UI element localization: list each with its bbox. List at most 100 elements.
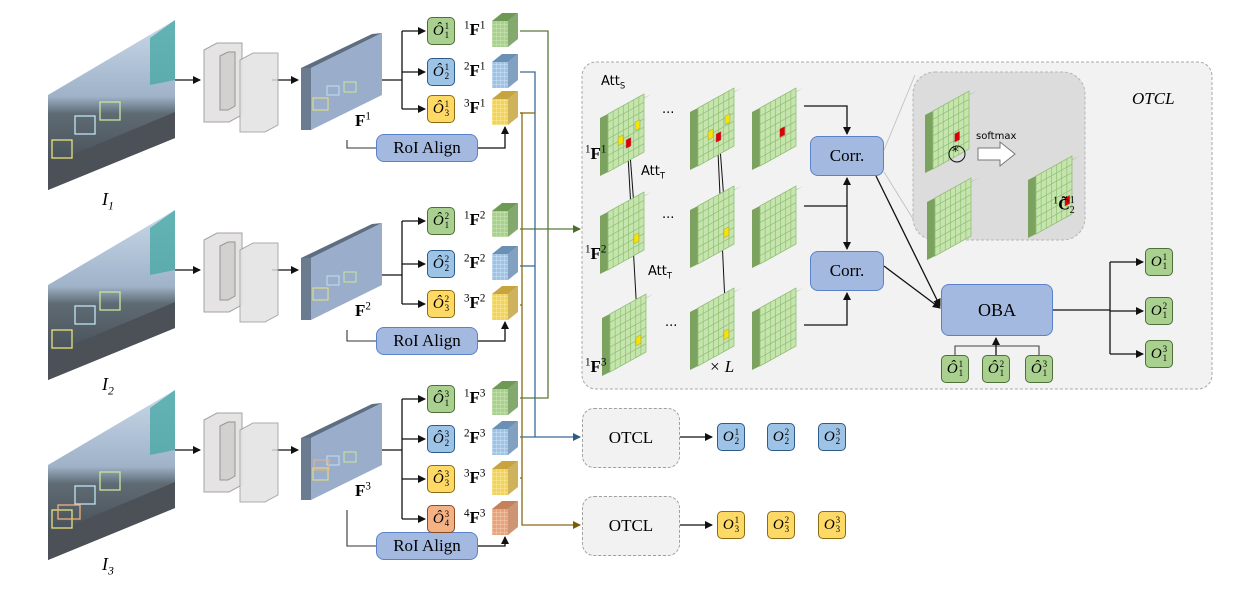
house	[150, 210, 175, 275]
backbone-network-2	[203, 232, 279, 323]
grid-line	[1035, 188, 1073, 210]
object-feature-cube-3-4	[492, 501, 518, 535]
roi-box	[312, 97, 329, 111]
backbone-block	[219, 51, 236, 111]
label-prefix: 3	[464, 292, 470, 305]
house	[150, 390, 175, 455]
grid-line	[607, 216, 645, 238]
roi-box	[326, 85, 340, 96]
corr-label: Corr.	[829, 146, 865, 165]
house	[150, 20, 175, 85]
ellipsis-text: ...	[665, 315, 678, 330]
grid-line	[1035, 172, 1073, 193]
image-index: 3	[108, 564, 114, 578]
key-cell	[707, 128, 714, 141]
token-symbol: O	[772, 516, 784, 533]
token-symbol: Ô	[432, 510, 444, 527]
ellipsis-1: ...	[662, 103, 674, 116]
object-feature-label-3-3: 3F3	[464, 468, 485, 486]
result-symbol: C̃	[1058, 196, 1070, 214]
map-edge	[752, 206, 760, 268]
label-superscript: 2	[600, 243, 607, 256]
grid-line	[697, 337, 735, 359]
backbone-network-1	[203, 42, 279, 133]
oba-box: OBA	[941, 284, 1053, 336]
grid-line	[932, 132, 970, 153]
token-subscript: 3	[444, 303, 450, 313]
token-symbol: Ô	[432, 390, 444, 407]
grid-line	[697, 193, 735, 215]
token-superscript: 2	[999, 359, 1005, 369]
route-green	[520, 30, 549, 230]
att-s-text: Att	[601, 74, 620, 89]
grid-line	[932, 115, 970, 137]
token-symbol: Ô	[946, 360, 958, 377]
token-subscript: 1	[444, 220, 450, 230]
att-t-text: Att	[641, 164, 660, 179]
map-edge	[690, 108, 698, 170]
grid-line	[759, 129, 797, 150]
grid-line	[609, 318, 647, 340]
feature-to-roi-line	[346, 140, 376, 149]
map-face	[607, 191, 645, 271]
cube-side	[508, 246, 518, 280]
label-main: F	[590, 244, 601, 263]
label-main: F	[469, 508, 480, 527]
token-superscript: 3	[444, 389, 450, 399]
att-s-label: AttS	[601, 74, 625, 90]
result-superscript: 1	[1069, 195, 1075, 206]
feature-map-3	[301, 403, 382, 500]
object-feature-cube-2-2	[492, 246, 518, 280]
label-prefix: 4	[464, 507, 470, 520]
grid-line	[1035, 163, 1073, 185]
object-feature-label-2-2: 2F2	[464, 253, 485, 271]
token-symbol: O	[1150, 302, 1162, 319]
map-face	[1035, 155, 1073, 235]
roi-box	[343, 271, 357, 283]
token-symbol: O	[722, 516, 734, 533]
softmax-arrow-icon	[977, 140, 1016, 168]
token-subscript: 2	[444, 71, 450, 81]
map-edge	[752, 308, 760, 370]
feature-index: 2	[365, 300, 371, 313]
otcl-module-label: OTCL	[608, 516, 654, 535]
backbone-block	[219, 421, 236, 481]
object-feature-label-3-1: 1F3	[464, 388, 485, 406]
grid-line	[697, 320, 735, 342]
otcl-title-text: OTCL	[1132, 89, 1175, 108]
grid-line	[932, 98, 970, 120]
otcl-panel	[581, 61, 1213, 390]
object-feature-label-1-1: 1F1	[464, 20, 485, 38]
cube-front	[492, 429, 508, 455]
feature-label-2: F2	[355, 300, 371, 319]
token-subscript: 1	[444, 30, 450, 40]
grid-line	[697, 295, 735, 317]
otcl-row-label-3: 1F3	[585, 357, 606, 375]
road	[48, 482, 175, 560]
cube-side	[508, 421, 518, 455]
map-edge	[602, 314, 610, 376]
image-index: 2	[108, 384, 114, 398]
otcl-feature-map-r1-c1	[600, 93, 652, 176]
grid-line	[759, 104, 797, 125]
map-edge	[690, 206, 698, 268]
token-superscript: 1	[444, 21, 450, 31]
cube-top	[492, 246, 518, 254]
object-feature-cube-1-1	[492, 13, 518, 47]
roi-to-cube-arrow	[478, 321, 509, 342]
map-edge	[600, 114, 608, 176]
token-symbol: Ô	[432, 430, 444, 447]
att-t-text: Att	[648, 264, 667, 279]
token-symbol: Ô	[432, 100, 444, 117]
token-subscript: 2	[444, 438, 450, 448]
